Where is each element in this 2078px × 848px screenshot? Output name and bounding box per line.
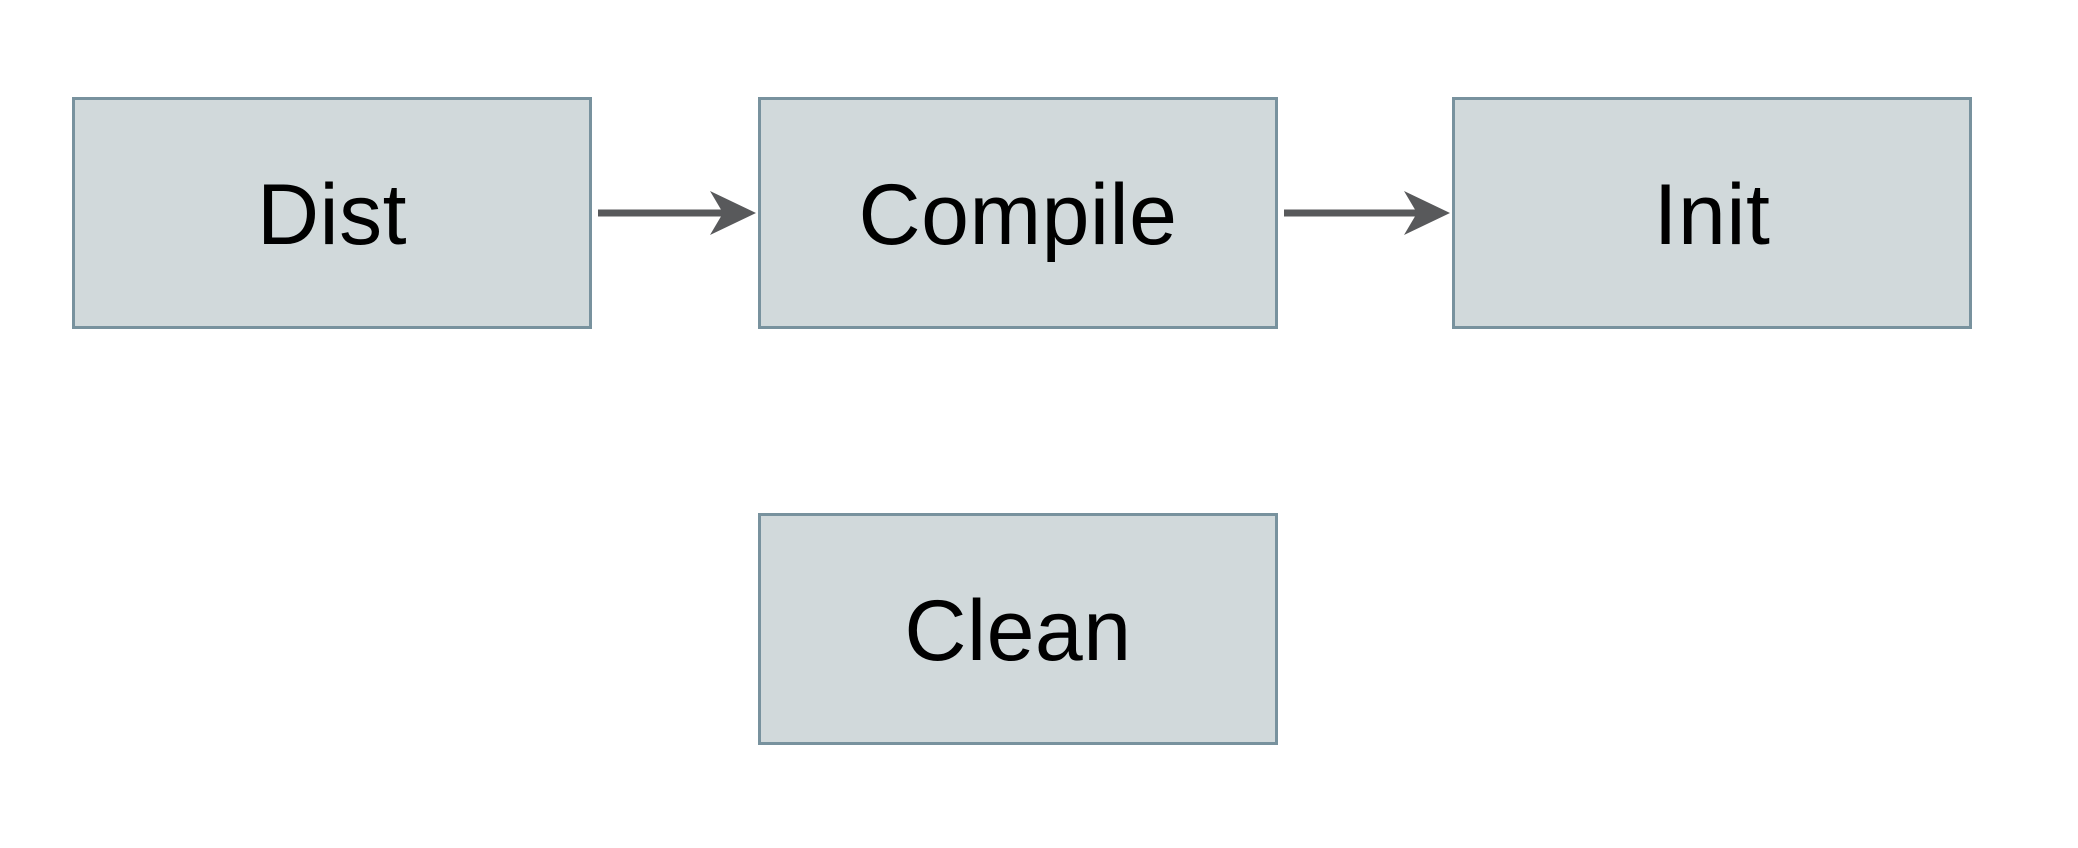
node-clean[interactable]: Clean [758, 513, 1278, 745]
node-dist[interactable]: Dist [72, 97, 592, 329]
node-init-label: Init [1653, 167, 1771, 263]
node-compile[interactable]: Compile [758, 97, 1278, 329]
node-compile-label: Compile [858, 167, 1178, 263]
node-dist-label: Dist [256, 167, 408, 263]
node-clean-label: Clean [904, 583, 1132, 679]
node-init[interactable]: Init [1452, 97, 1972, 329]
arrow-compile-to-init[interactable] [1284, 191, 1450, 235]
arrow-dist-to-compile[interactable] [598, 191, 756, 235]
